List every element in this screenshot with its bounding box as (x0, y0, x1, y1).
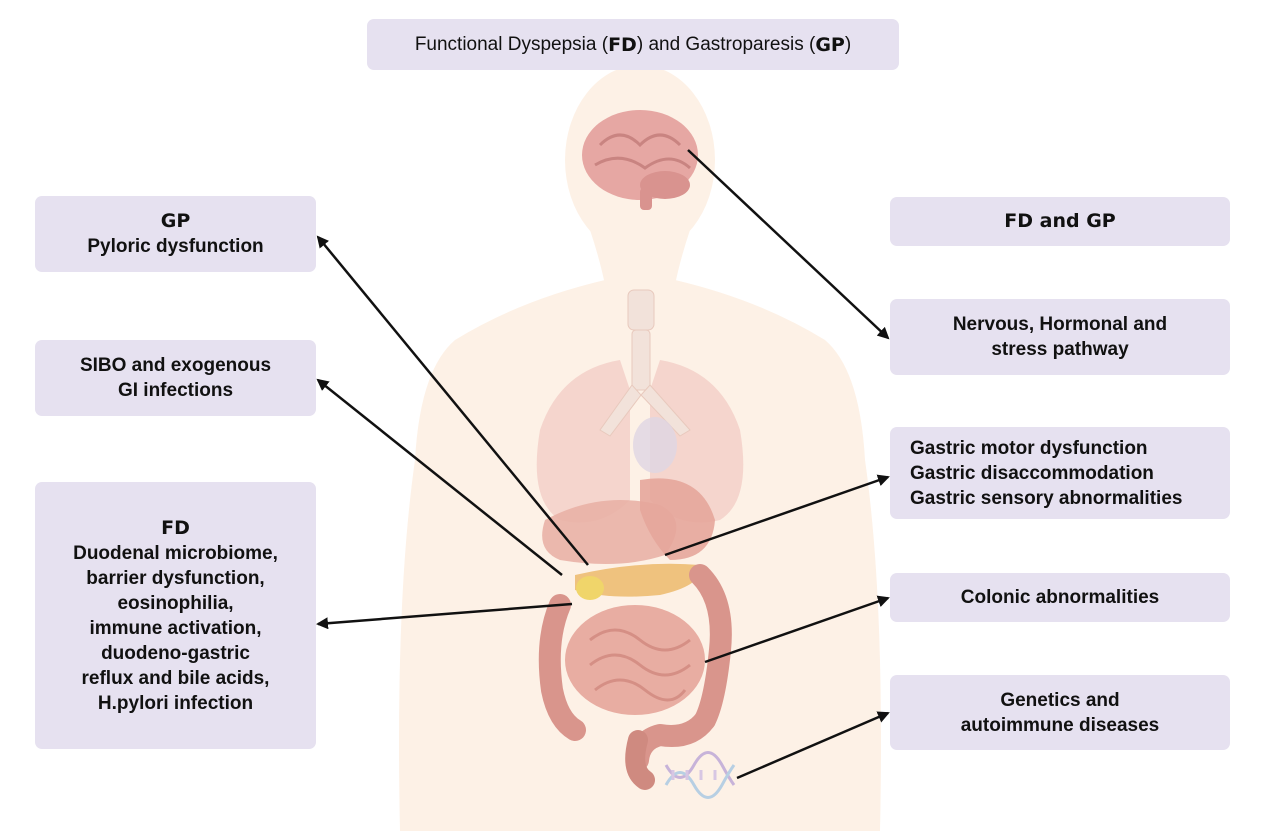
title-part3: ) (844, 33, 852, 55)
small-intestine-coils (589, 628, 691, 702)
fd-line-7: H.pylori infection (97, 692, 254, 714)
arrow-to-colonic-box (704, 595, 890, 664)
sibo-line-1: SIBO and exogenous (79, 355, 272, 376)
arrow-to-gastric-box (664, 474, 890, 557)
arrow-to-sibo-box (316, 378, 563, 576)
abdominal-organs (542, 417, 715, 600)
sibo-line-2: GI infections (117, 380, 234, 401)
nervous-line-1: Nervous, Hormonal and (952, 314, 1168, 335)
fd-duodenal-box: FD Duodenal microbiome, barrier dysfunct… (35, 482, 316, 749)
gp-header: GP (160, 210, 191, 232)
genetics-line-1: Genetics and (1000, 689, 1120, 711)
arrows (316, 149, 890, 780)
fd-line-6: reflux and bile acids, (81, 667, 270, 689)
brain (582, 110, 698, 210)
gastric-line-2: Gastric disaccommodation (910, 462, 1154, 484)
fd-line-2: barrier dysfunction, (86, 567, 265, 589)
rectum (625, 730, 655, 790)
title-part1: Functional Dyspepsia ( (414, 33, 609, 55)
fd-and-gp-header-box: FD and GP (890, 197, 1230, 246)
trachea (599, 289, 691, 437)
colonic-abnormalities-box: Colonic abnormalities (890, 573, 1230, 622)
arrow-to-gp-box (316, 235, 589, 566)
title-abbr-gp: GP (815, 33, 845, 56)
title-part2: ) and Gastroparesis ( (636, 33, 816, 55)
sibo-box: SIBO and exogenous GI infections (35, 340, 316, 416)
gp-pyloric-box: GP Pyloric dysfunction (35, 196, 316, 272)
arrow-to-fd-box (316, 602, 573, 630)
arrow-to-nervous-box (687, 149, 890, 340)
fd-line-1: Duodenal microbiome, (73, 542, 278, 564)
genetics-box: Genetics and autoimmune diseases (890, 675, 1230, 750)
diagram-title: Functional Dyspepsia (FD) and Gastropare… (367, 19, 899, 70)
fd-line-3: eosinophilia, (117, 592, 234, 614)
colonic-line-1: Colonic abnormalities (960, 587, 1160, 608)
fd-line-4: immune activation, (89, 617, 262, 639)
fd-header: FD (161, 516, 190, 539)
title-abbr-fd: FD (608, 33, 637, 56)
gastric-abnormalities-box: Gastric motor dysfunction Gastric disacc… (890, 427, 1230, 519)
gastric-line-3: Gastric sensory abnormalities (910, 487, 1183, 509)
nervous-line-2: stress pathway (991, 339, 1129, 360)
nervous-pathway-box: Nervous, Hormonal and stress pathway (890, 299, 1230, 375)
fd-line-5: duodeno-gastric (101, 642, 250, 664)
gp-line-1: Pyloric dysfunction (87, 236, 264, 257)
arrow-to-genetics-box (736, 711, 890, 780)
genetics-line-2: autoimmune diseases (960, 714, 1160, 736)
dna-icon (664, 751, 736, 799)
fd-gp-header: FD and GP (1004, 210, 1116, 232)
gastric-line-1: Gastric motor dysfunction (910, 437, 1148, 459)
